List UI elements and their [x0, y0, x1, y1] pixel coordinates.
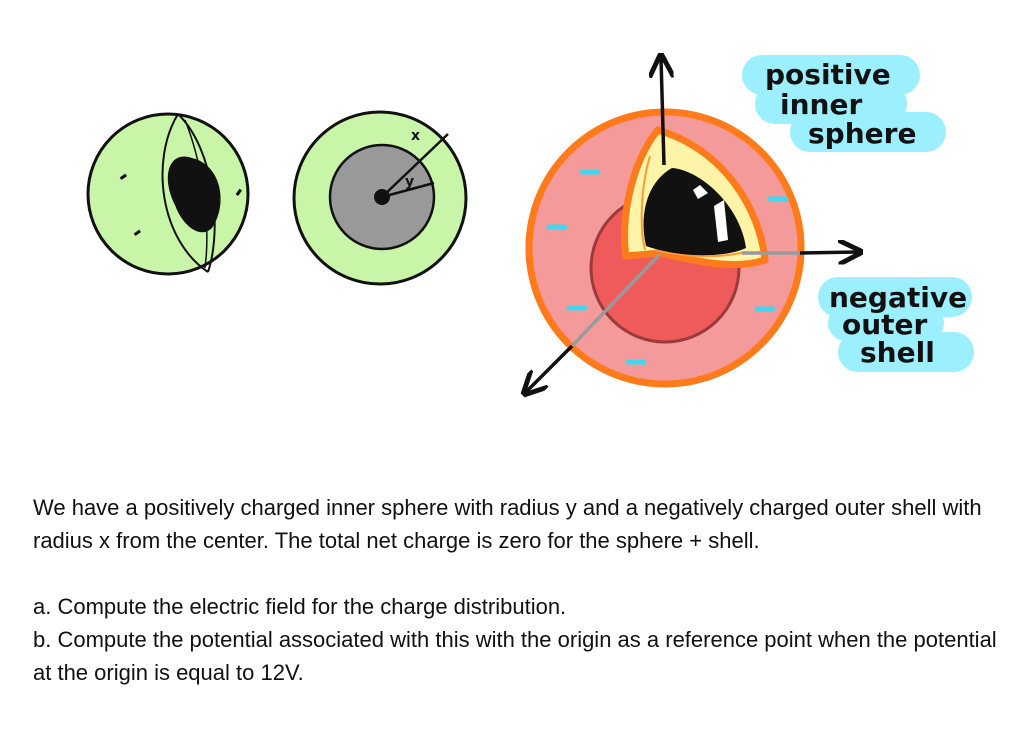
inner-radius-label: y — [405, 174, 414, 190]
problem-statement: We have a positively charged inner spher… — [33, 491, 1008, 689]
y-axis — [799, 252, 858, 253]
outer-radius-label: x — [411, 128, 420, 144]
paragraph-gap — [33, 557, 1008, 590]
callout-line-1: positive — [765, 58, 891, 91]
cross-section-diagram: x y — [292, 110, 468, 286]
x-axis-inner — [570, 252, 662, 348]
positive-inner-sphere-callout: positive inner sphere — [742, 55, 946, 152]
sphere-highlight — [714, 200, 728, 242]
callout-line-2: inner — [780, 88, 862, 121]
cut-lens-inner — [184, 119, 208, 269]
inner-plus-sign: + — [665, 196, 688, 229]
callout-line-1: negative — [829, 281, 967, 314]
callout-highlight — [838, 332, 974, 372]
callout-line-3: shell — [860, 336, 935, 369]
callout-line-3: sphere — [808, 117, 916, 150]
z-axis — [661, 58, 664, 166]
outer-shell-circle — [86, 112, 250, 276]
cutaway-3d-diagram: + — [526, 58, 858, 392]
inner-sphere-dark — [167, 156, 221, 233]
negative-charge-marks — [546, 169, 789, 365]
callout-highlight — [790, 112, 946, 152]
inner-plus-sign: + — [184, 174, 204, 202]
sphere-highlight — [693, 185, 708, 199]
x-axis — [526, 344, 574, 392]
cutaway-sphere-diagram: + - - - — [86, 112, 252, 276]
callout-line-2: outer — [842, 308, 928, 341]
problem-part-a: a. Compute the electric field for the ch… — [33, 594, 567, 619]
inner-radius-line — [381, 181, 435, 199]
problem-part-b: b. Compute the potential associated with… — [33, 627, 997, 685]
problem-intro: We have a positively charged inner spher… — [33, 495, 982, 553]
inner-wedge-line — [640, 155, 746, 258]
cut-lens-outer — [161, 113, 216, 273]
charged-spheres-figure: + - - - x y + — [86, 0, 974, 470]
outer-radius-line — [381, 133, 449, 198]
negative-outer-shell-callout: negative outer shell — [818, 277, 974, 372]
